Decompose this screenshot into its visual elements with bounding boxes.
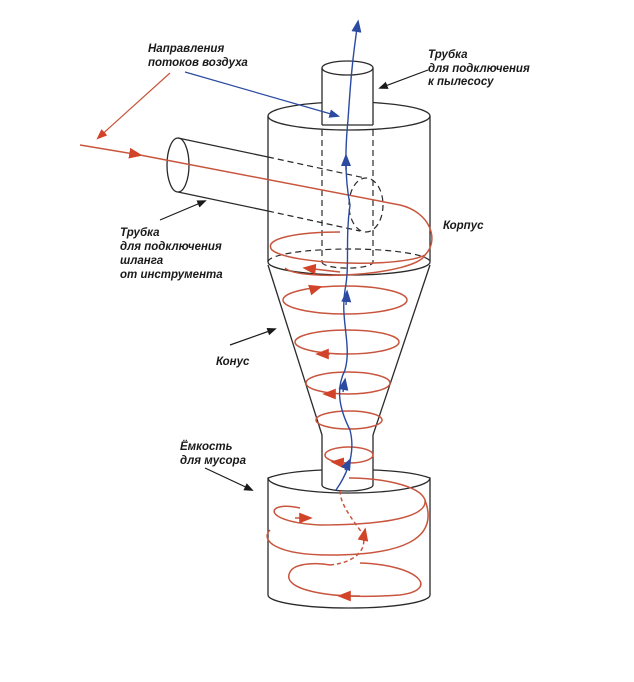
air-flow-label: Направления потоков воздуха [148,43,248,69]
cone-label: Конус [216,356,250,368]
inner-tube [321,130,374,269]
vacuum-pipe-label: Трубка для подключения к пылесосу [428,49,533,88]
inflow-path [79,144,433,602]
outflow-path [335,19,362,491]
body-label: Корпус [443,220,484,232]
dust-bin [267,469,431,609]
cone [267,264,431,436]
vacuum-outlet-pipe [321,60,374,126]
bin-label: Ёмкость для мусора [180,440,247,467]
neck-pipe [321,435,374,492]
inlet-pipe-label: Трубка для подключения шланга от инструм… [120,227,225,281]
label-pointers [96,69,429,491]
body-cylinder [267,101,431,276]
inlet-pipe [166,137,384,233]
